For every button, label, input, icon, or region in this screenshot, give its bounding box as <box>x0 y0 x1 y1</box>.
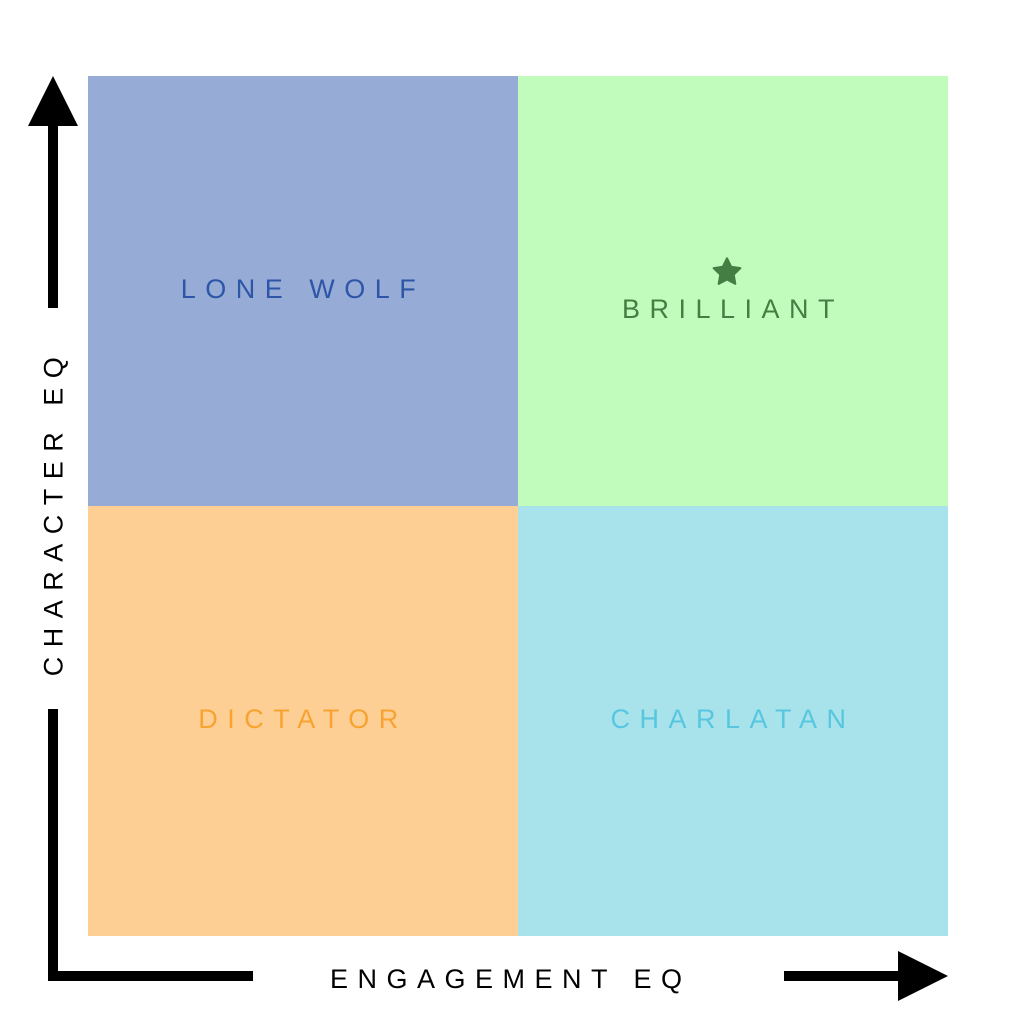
y-axis-label: CHARACTER EQ <box>38 347 69 677</box>
quadrant-lone-wolf: LONE WOLF <box>88 76 518 506</box>
quadrant-charlatan: CHARLATAN <box>518 506 948 936</box>
quadrant-label-brilliant: BRILLIANT <box>621 294 845 324</box>
y-axis-arrow-up-icon <box>28 76 78 308</box>
x-axis-label: ENGAGEMENT EQ <box>330 964 692 994</box>
y-axis-line-lower <box>48 709 58 981</box>
x-axis-arrow-right-icon <box>784 951 948 1001</box>
quadrant-label-lone-wolf: LONE WOLF <box>180 274 426 304</box>
quadrant-dictator: DICTATOR <box>88 506 518 936</box>
star-icon <box>712 257 742 285</box>
quadrant-label-charlatan: CHARLATAN <box>610 704 856 734</box>
quadrant-label-dictator: DICTATOR <box>198 704 408 734</box>
quadrant-brilliant: BRILLIANT <box>518 76 948 506</box>
x-axis-line-left <box>48 971 253 981</box>
